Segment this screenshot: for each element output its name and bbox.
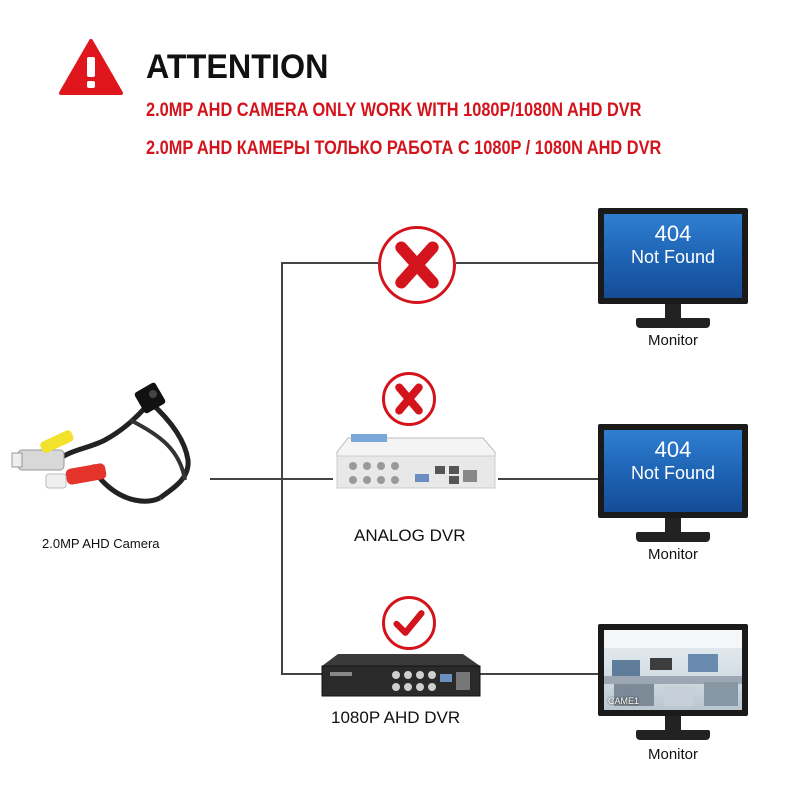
page-title: ATTENTION [146, 48, 329, 86]
wire-row2-left [281, 478, 333, 480]
wire-camera-to-bus [210, 478, 282, 480]
warning-line-english: 2.0MP AHD CAMERA ONLY WORK WITH 1080P/10… [146, 100, 642, 121]
warning-triangle-icon [59, 39, 123, 95]
wire-row3-right [478, 673, 598, 675]
status-incompatible-icon [382, 372, 436, 426]
monitor-screen: 404 Not Found [598, 208, 748, 304]
ahd-camera-image [11, 382, 191, 504]
status-incompatible-icon [378, 226, 456, 304]
monitor-screen: CAME1 [598, 624, 748, 716]
wire-row1-right [456, 262, 598, 264]
analog-dvr-label: ANALOG DVR [354, 526, 466, 545]
monitor-screen: 404 Not Found [598, 424, 748, 518]
monitor-row3: CAME1 Monitor [598, 624, 748, 774]
error-code: 404 [654, 221, 692, 246]
error-text: Not Found [630, 247, 716, 267]
error-code: 404 [654, 437, 692, 462]
office-camera-feed: CAME1 [604, 630, 742, 710]
wire-row2-right [498, 478, 598, 480]
wire-vertical-bus [281, 262, 283, 674]
camera-tag: CAME1 [608, 696, 640, 706]
analog-dvr-image [336, 434, 496, 489]
wire-row3-left [281, 673, 323, 675]
monitor-label: Monitor [647, 332, 699, 349]
monitor-row2: 404 Not Found Monitor [598, 424, 748, 574]
monitor-row1: 404 Not Found Monitor [598, 208, 748, 358]
ahd-dvr-label: 1080P AHD DVR [331, 708, 461, 727]
ahd-dvr-image [321, 654, 481, 697]
camera-label: 2.0MP AHD Camera [42, 536, 160, 551]
monitor-label: Monitor [647, 546, 699, 563]
wire-row1-left [281, 262, 379, 264]
warning-line-russian: 2.0MP AHD КАМЕРЫ ТОЛЬКО РАБОТА С 1080P /… [146, 138, 662, 159]
error-text: Not Found [630, 463, 716, 483]
monitor-label: Monitor [647, 746, 699, 763]
status-compatible-icon [382, 596, 436, 650]
